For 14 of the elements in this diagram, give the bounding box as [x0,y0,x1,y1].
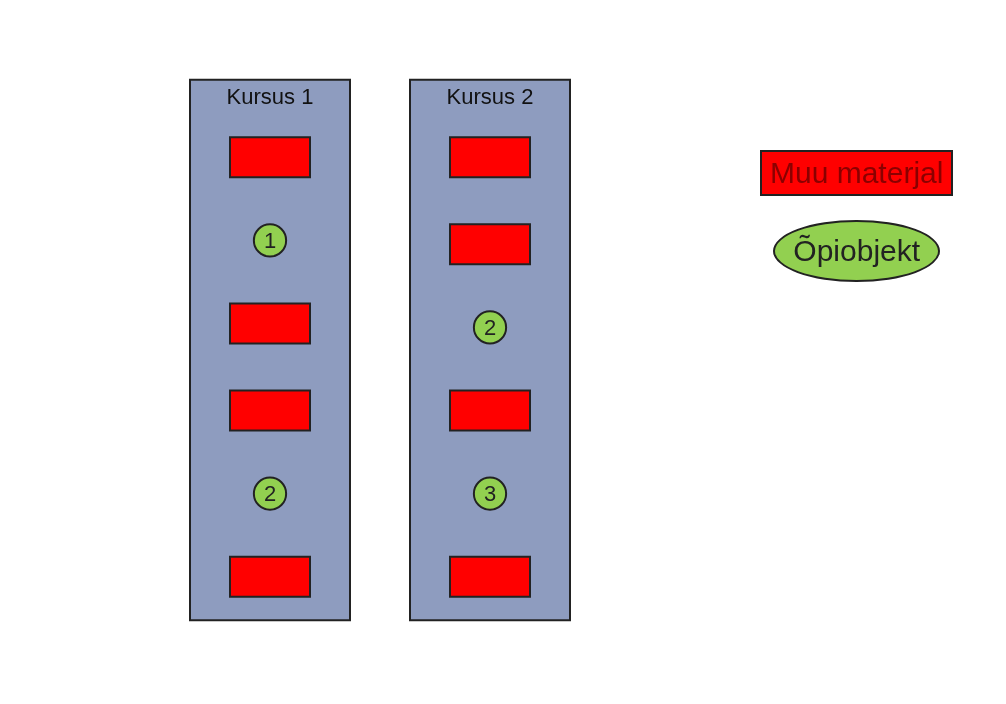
legend-ellipse: Õpiobjekt [773,220,941,282]
node-circle: 2 [472,310,508,345]
node-box [229,389,311,432]
node-circle: 2 [252,476,288,511]
node-box [449,389,531,432]
node-box [229,302,311,345]
node-box [449,136,531,179]
node-box [449,555,531,598]
node-box [229,555,311,598]
legend-swatch: Muu materjal [760,150,954,196]
node-box [449,223,531,266]
node-box [229,136,311,179]
node-circle: 1 [252,223,288,258]
node-circle: 3 [472,476,508,511]
